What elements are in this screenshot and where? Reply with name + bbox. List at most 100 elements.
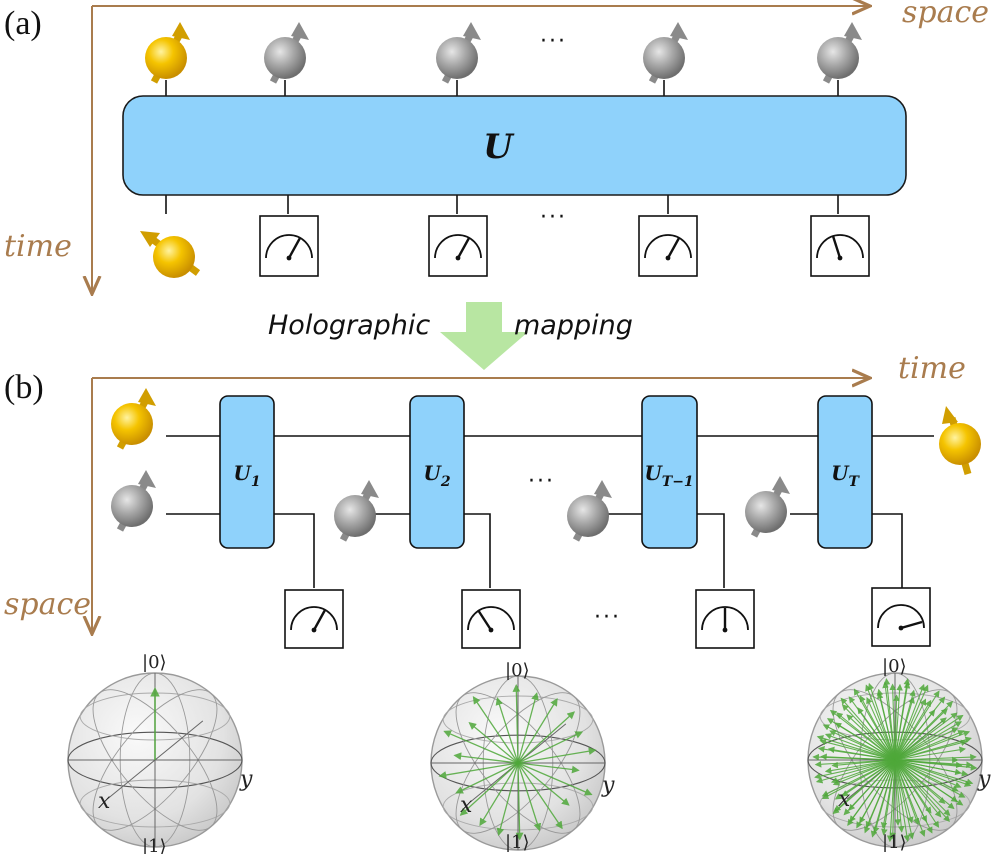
bloch-vector xyxy=(840,697,896,761)
bloch-vector xyxy=(894,700,954,761)
gate-UT-1: UT−1 xyxy=(641,395,698,549)
meter-icon xyxy=(810,215,870,277)
bloch-vector xyxy=(841,704,896,761)
bloch-vector xyxy=(479,762,519,827)
gold-spin-output-icon xyxy=(140,231,201,278)
bloch-vector xyxy=(829,730,896,761)
bloch-vector xyxy=(830,759,896,784)
gate-subscript: T−1 xyxy=(662,474,694,490)
svg-text:UT−1: UT−1 xyxy=(644,461,693,490)
bloch-vector xyxy=(894,690,940,761)
bloch-vector xyxy=(848,696,896,761)
ellipsis-meters: ··· xyxy=(594,605,621,630)
bloch-vector xyxy=(517,762,580,774)
bloch-vector xyxy=(894,689,916,761)
bloch-vector xyxy=(496,762,519,837)
gray-spin-icon xyxy=(111,470,156,532)
bloch-vector xyxy=(814,759,896,780)
meridian-line xyxy=(92,689,218,831)
bloch-vector xyxy=(894,759,958,803)
gold-spin-icon xyxy=(111,388,156,450)
time-axis-label: time xyxy=(4,229,72,264)
bloch-vector xyxy=(894,739,968,761)
gate-label: U xyxy=(233,461,252,485)
bloch-vector xyxy=(894,683,925,761)
panel-b-spins xyxy=(111,388,981,542)
bloch-vector xyxy=(517,698,558,764)
gate-label: U xyxy=(831,461,850,485)
gray-spin-icon xyxy=(817,22,862,84)
svg-text:U2: U2 xyxy=(423,461,450,490)
bloch-vector xyxy=(517,692,539,764)
bloch-vector xyxy=(517,762,563,830)
bloch-vector xyxy=(468,722,519,764)
ket1-label: |1⟩ xyxy=(142,836,167,854)
bloch-vector xyxy=(517,762,570,806)
ket1-label: |1⟩ xyxy=(882,832,907,853)
bloch-vector xyxy=(515,762,524,841)
panel-a-label: (a) xyxy=(4,5,42,42)
bloch-vector xyxy=(517,731,584,764)
bloch-vector xyxy=(455,762,519,794)
panel-a-axes xyxy=(92,6,868,292)
bloch-vector xyxy=(453,752,519,764)
gray-spin-icon xyxy=(436,22,481,84)
panel-b-meters xyxy=(284,587,931,649)
bloch-vector xyxy=(894,759,926,837)
bloch-vector xyxy=(512,683,521,764)
gold-spin-icon xyxy=(145,22,190,84)
svg-text:UT: UT xyxy=(831,461,860,490)
bloch-vector xyxy=(517,747,597,764)
bloch-vector xyxy=(894,759,962,789)
bloch-sphere-3 xyxy=(807,672,983,848)
gray-spin-icon xyxy=(643,22,688,84)
ellipsis-top: ··· xyxy=(540,29,567,54)
bloch-vector xyxy=(894,759,951,816)
panel-b-axes xyxy=(92,378,868,632)
bloch-vector xyxy=(843,759,896,816)
ellipsis-bottom: ··· xyxy=(540,205,567,230)
space-axis-label: space xyxy=(902,0,989,30)
bloch-vector xyxy=(517,762,542,832)
bloch-vector xyxy=(894,727,959,761)
bloch-vector xyxy=(517,762,593,796)
bloch-vector xyxy=(812,753,896,761)
bloch-vector xyxy=(894,753,977,761)
bloch-vector xyxy=(894,746,966,761)
unitary-label: U xyxy=(483,127,515,167)
bloch-vector xyxy=(824,733,896,761)
bloch-vector xyxy=(876,688,896,761)
bloch-vector xyxy=(894,759,942,818)
y-axis-label: y xyxy=(239,767,253,792)
bloch-vector xyxy=(438,762,519,779)
y-axis-label: y xyxy=(601,773,615,798)
bloch-vector xyxy=(894,759,902,826)
x-axis-label: x xyxy=(838,787,851,812)
ket0-label: |0⟩ xyxy=(505,660,530,681)
bloch-vector xyxy=(866,696,896,761)
bloch-vector xyxy=(894,759,914,824)
ket1-label: |1⟩ xyxy=(505,832,530,853)
bloch-vector xyxy=(894,759,974,785)
bloch-vector xyxy=(472,696,519,764)
bloch-vector xyxy=(894,759,940,828)
meter-icon xyxy=(695,589,755,649)
gate-subscript: 2 xyxy=(440,474,451,490)
bloch-vector xyxy=(865,759,896,829)
gray-spin-icon xyxy=(264,22,309,84)
ellipsis-gates: ··· xyxy=(528,469,555,494)
bloch-vector xyxy=(815,759,896,784)
meter-icon xyxy=(461,589,521,649)
meter-icon xyxy=(259,215,319,277)
unitary-gate-U xyxy=(122,95,907,196)
gray-spin-icon xyxy=(567,480,612,542)
gate-subscript: T xyxy=(849,474,861,490)
panel-a-input-spins xyxy=(145,22,862,84)
bloch-vector xyxy=(816,735,896,761)
gray-spin-icon xyxy=(334,480,379,542)
bloch-vector xyxy=(894,714,964,761)
panel-b-gates: U1 U2 UT−1 UT xyxy=(219,395,873,549)
bloch-vector xyxy=(870,759,896,838)
bloch-vector xyxy=(831,759,896,769)
